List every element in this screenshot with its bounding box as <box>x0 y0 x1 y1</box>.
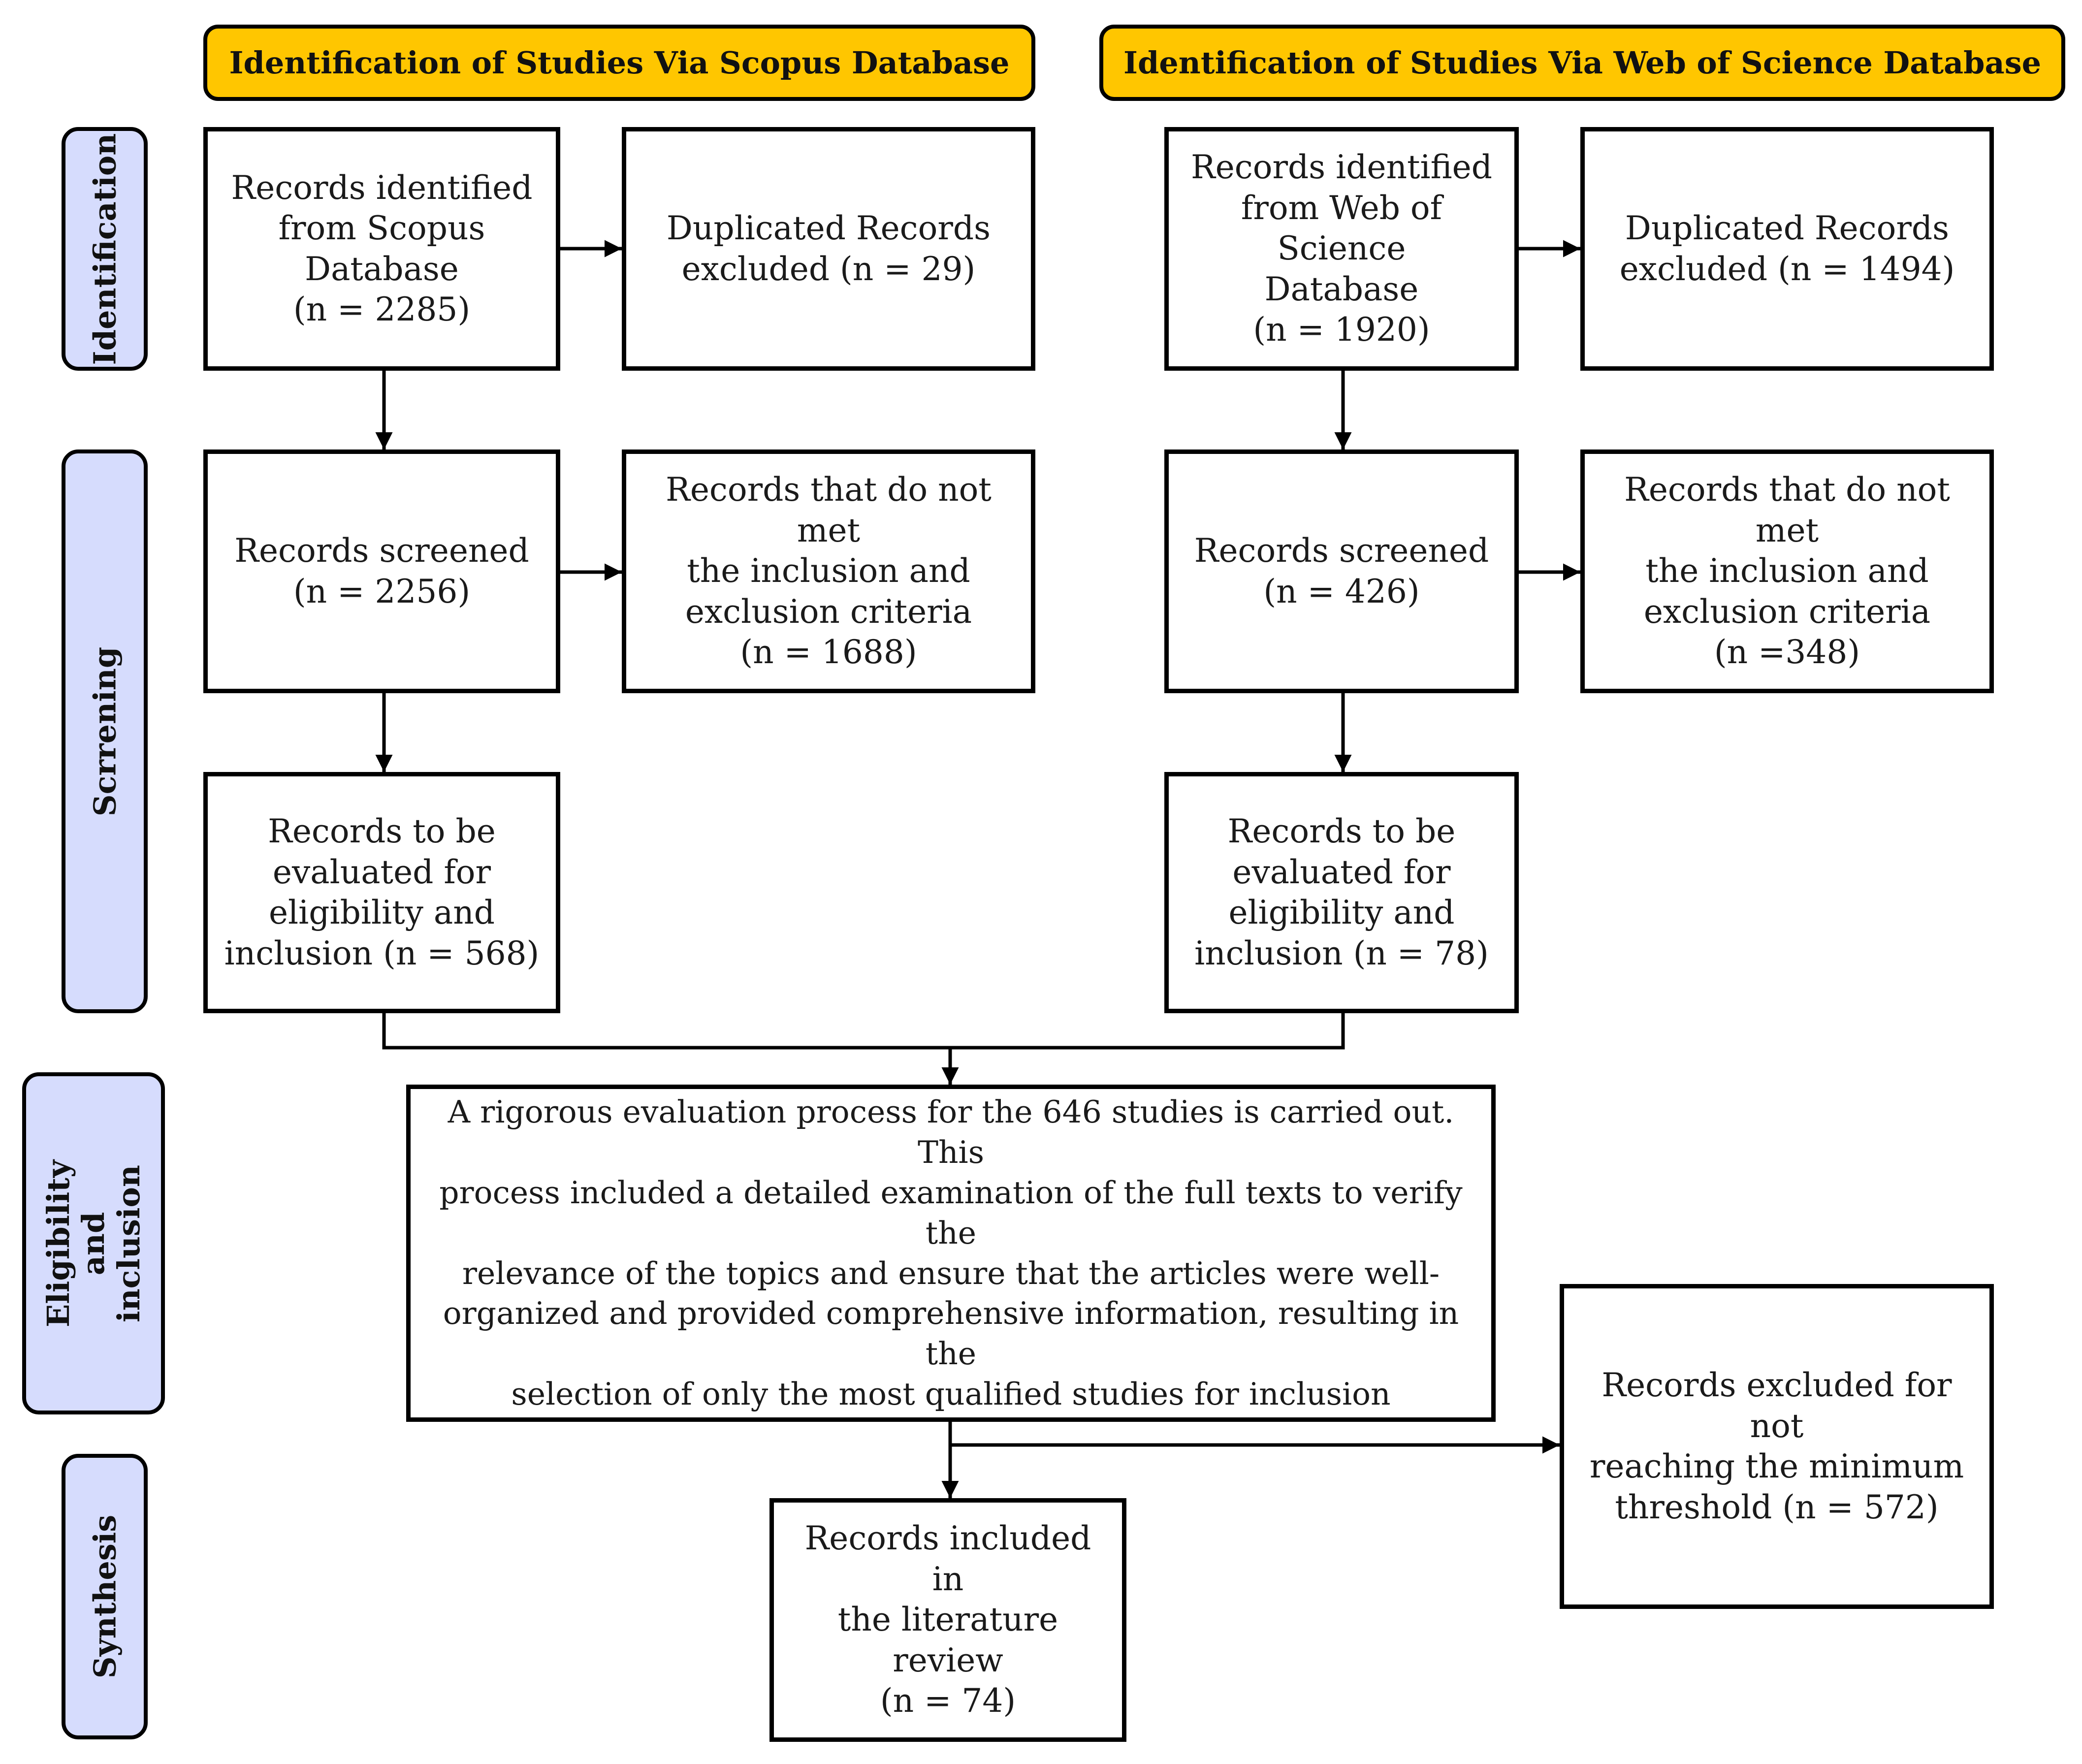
wos-screened-box: Records screened (n = 426) <box>1164 449 1519 693</box>
wos-header: Identification of Studies Via Web of Sci… <box>1099 25 2065 101</box>
stage-eligibility: Eligibility and inclusion <box>22 1072 165 1414</box>
evaluation-box: A rigorous evaluation process for the 64… <box>406 1085 1496 1422</box>
scopus-to-evaluate-box: Records to be evaluated for eligibility … <box>203 772 560 1013</box>
merge-line <box>382 1013 1345 1050</box>
stage-synthesis: Synthesis <box>62 1454 148 1739</box>
stage-screening: Scrrening <box>62 449 148 1013</box>
wos-to-evaluate-box: Records to be evaluated for eligibility … <box>1164 772 1519 1013</box>
scopus-not-met-box: Records that do not met the inclusion an… <box>622 449 1035 693</box>
scopus-identified-box: Records identified from Scopus Database … <box>203 127 560 371</box>
wos-duplicates-box: Duplicated Records excluded (n = 1494) <box>1580 127 1994 371</box>
excluded-threshold-box: Records excluded for not reaching the mi… <box>1560 1284 1994 1609</box>
scopus-screened-box: Records screened (n = 2256) <box>203 449 560 693</box>
wos-identified-box: Records identified from Web of Science D… <box>1164 127 1519 371</box>
wos-not-met-box: Records that do not met the inclusion an… <box>1580 449 1994 693</box>
included-box: Records included in the literature revie… <box>769 1498 1126 1742</box>
scopus-header: Identification of Studies Via Scopus Dat… <box>203 25 1035 101</box>
scopus-duplicates-box: Duplicated Records excluded (n = 29) <box>622 127 1035 371</box>
stage-identification: Identification <box>62 127 148 371</box>
